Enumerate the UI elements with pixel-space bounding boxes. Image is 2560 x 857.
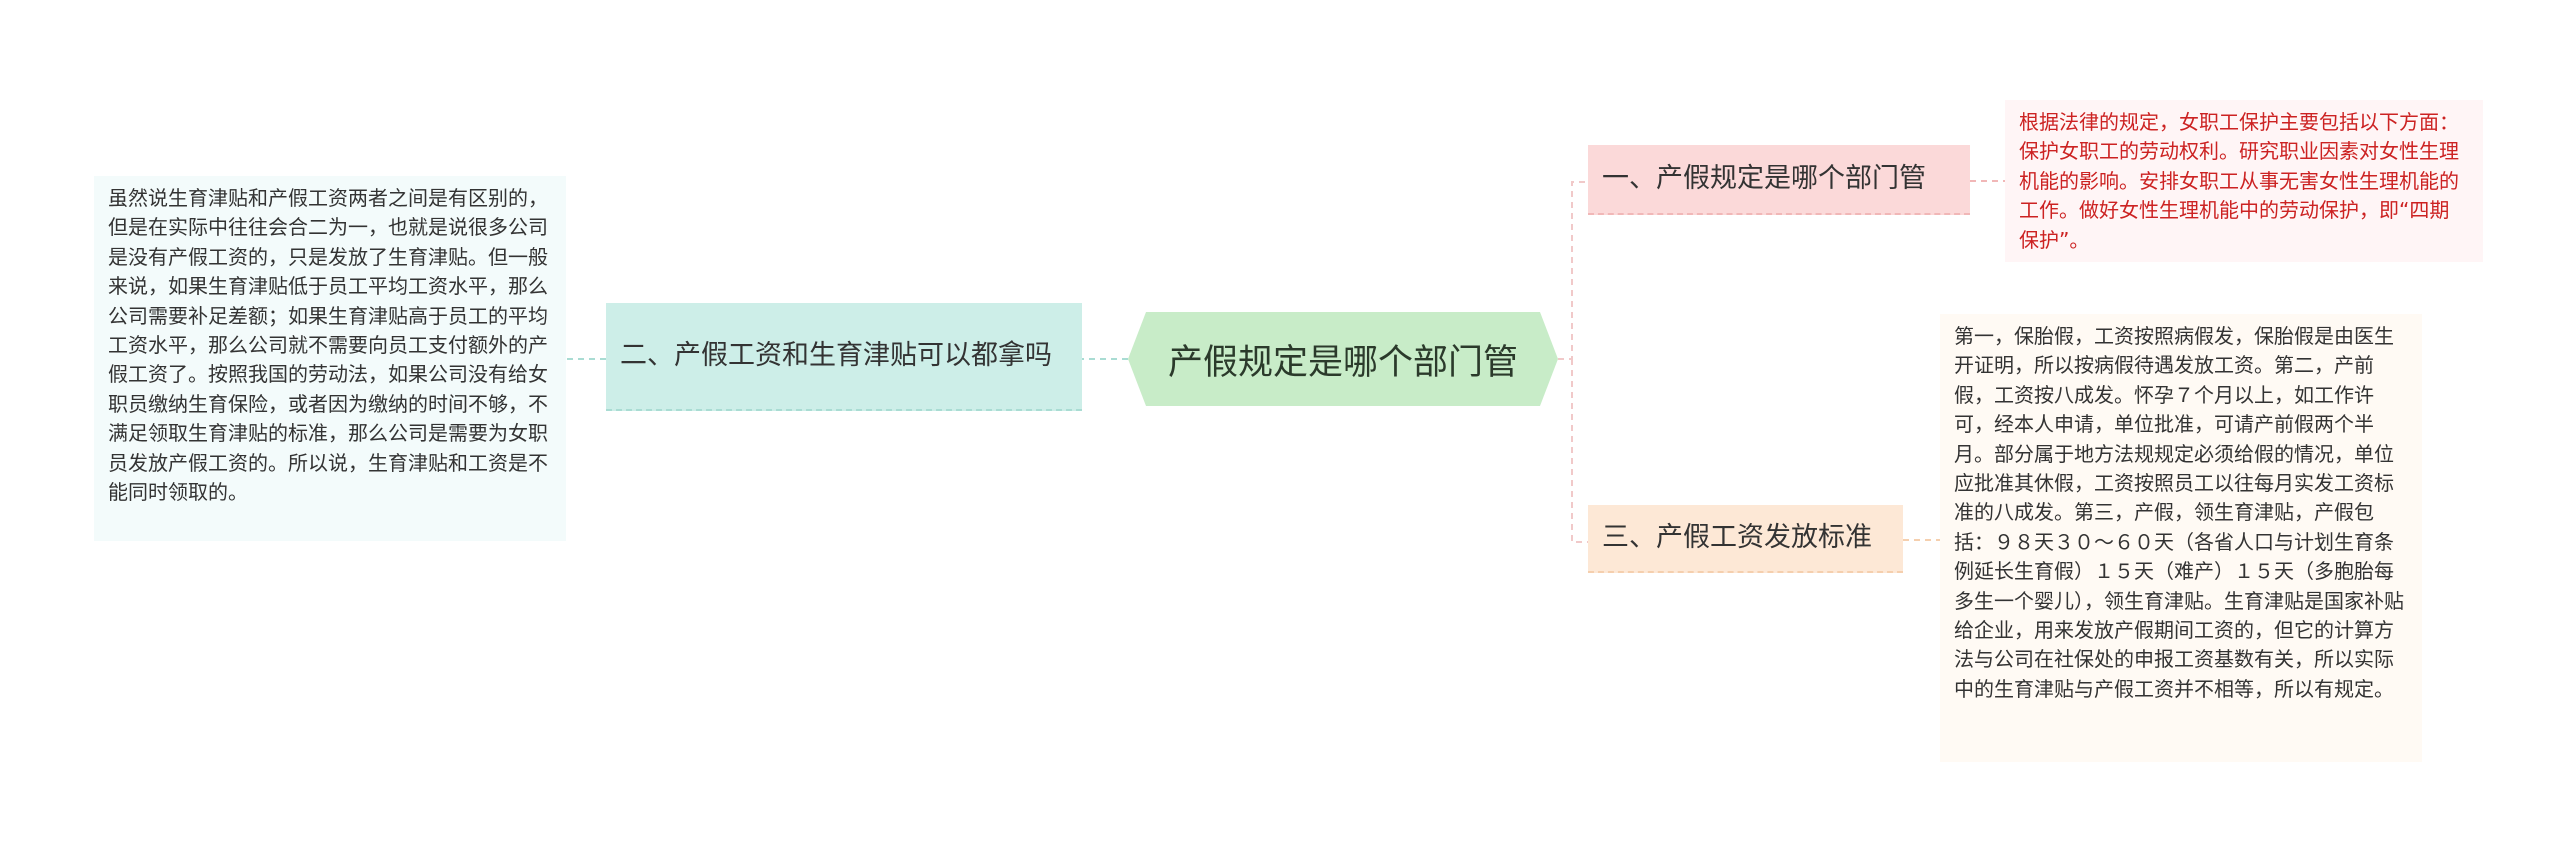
branch-right-3[interactable]: 三、产假工资发放标准 [1588,505,1903,573]
central-topic[interactable]: 产假规定是哪个部门管 [1128,312,1558,406]
leaf-right-1-text: 根据法律的规定，女职工保护主要包括以下方面：保护女职工的劳动权利。研究职业因素对… [2005,100,2483,262]
central-topic-label: 产假规定是哪个部门管 [1167,342,1518,383]
leaf-left-text: 虽然说生育津贴和产假工资两者之间是有区别的，但是在实际中往往会合二为一，也就是说… [94,176,566,541]
branch-right-1-label: 一、产假规定是哪个部门管 [1602,163,1926,194]
leaf-right-3-text: 第一，保胎假，工资按照病假发，保胎假是由医生开证明，所以按病假待遇发放工资。第二… [1940,314,2422,762]
branch-right-1[interactable]: 一、产假规定是哪个部门管 [1588,145,1970,215]
branch-right-3-label: 三、产假工资发放标准 [1602,522,1872,553]
connector-center-right [1558,181,1588,543]
branch-left[interactable]: 二、产假工资和生育津贴可以都拿吗 [606,303,1082,411]
branch-left-label: 二、产假工资和生育津贴可以都拿吗 [620,340,1052,371]
